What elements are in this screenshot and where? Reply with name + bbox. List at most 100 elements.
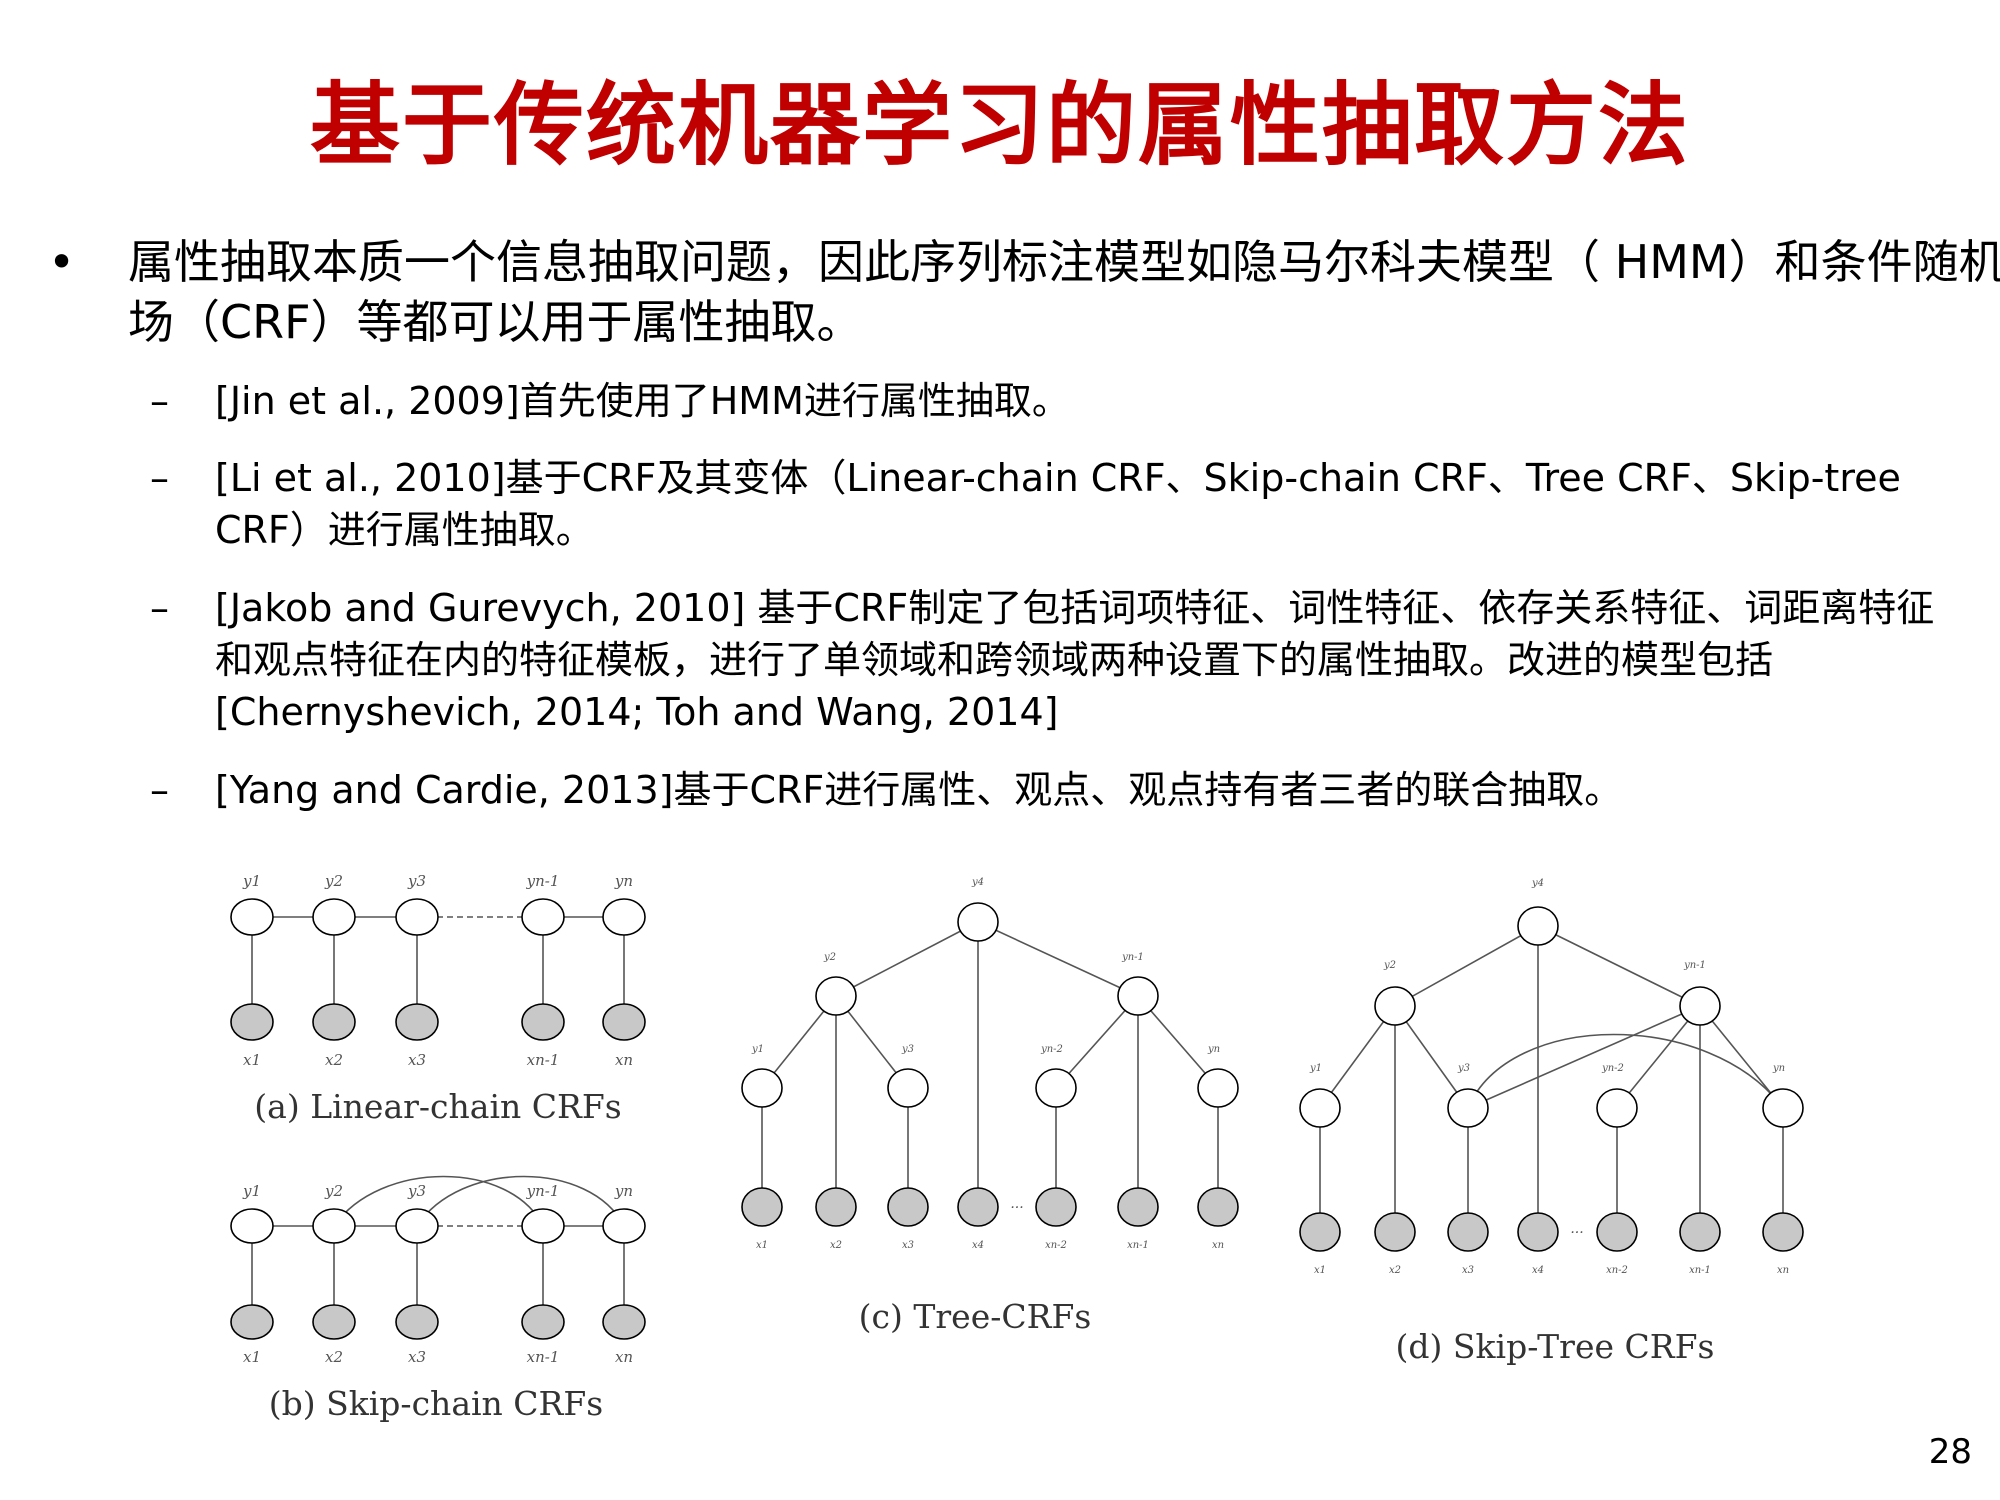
observation-node [230, 1304, 274, 1340]
node-label: yn [614, 1182, 633, 1200]
observation-node [1762, 1212, 1804, 1252]
observation-node [602, 1304, 646, 1340]
node-label: yn-1 [526, 1182, 560, 1200]
label-node [1299, 1088, 1341, 1128]
node-label: x4 [972, 1240, 984, 1251]
label-node [1596, 1088, 1638, 1128]
node-label: y4 [971, 877, 984, 888]
node-label: y3 [1457, 1063, 1470, 1074]
observation-node [815, 1187, 857, 1227]
observation-node [602, 1003, 646, 1041]
nodes [230, 1208, 646, 1340]
ellipsis: ... [1570, 1221, 1583, 1237]
edges [1319, 925, 1784, 1232]
observation-node [1447, 1212, 1489, 1252]
label-node [602, 898, 646, 936]
node-label: x3 [408, 1051, 426, 1069]
node-label: yn-1 [1683, 960, 1706, 971]
label-node [521, 898, 565, 936]
node-label: yn-2 [1040, 1044, 1063, 1055]
node-label: x3 [408, 1348, 426, 1366]
figure-caption: (d) Skip-Tree CRFs [1396, 1327, 1715, 1366]
labels: y4 y2 yn-1 y1 y3 yn-2 yn x1 x2 x3 x4 xn-… [751, 877, 1224, 1251]
node-label: x4 [1532, 1265, 1544, 1276]
node-label: y2 [324, 872, 343, 890]
node-label: y4 [1531, 878, 1544, 889]
sub-item-text: [Jin et al., 2009]首先使用了HMM进行属性抽取。 [215, 379, 1070, 423]
node-label: xn [1212, 1240, 1224, 1251]
slide-title: 基于传统机器学习的属性抽取方法 [310, 73, 1690, 178]
edges [251, 916, 625, 1022]
figure-caption: (b) Skip-chain CRFs [269, 1384, 603, 1423]
figure-skip-chain: y1 y2 y3 yn-1 yn x1 x2 x3 xn-1 xn (b [230, 1175, 646, 1423]
x-labels: x1 x2 x3 xn-1 xn [243, 1051, 633, 1069]
figure-linear-chain: y1 y2 y3 yn-1 yn x1 x2 x3 xn-1 xn (a) Li… [230, 872, 646, 1126]
label-node [1117, 976, 1159, 1016]
edges [761, 921, 1219, 1207]
label-node [1035, 1068, 1077, 1108]
label-node [1197, 1068, 1239, 1108]
label-node [230, 1208, 274, 1244]
node-label: yn [1207, 1044, 1220, 1055]
node-label: x1 [243, 1051, 261, 1069]
figure-tree-crf: y4 y2 yn-1 y1 y3 yn-2 yn x1 x2 x3 x4 xn-… [741, 877, 1239, 1336]
label-node [230, 898, 274, 936]
node-label: x1 [1314, 1265, 1326, 1276]
observation-node [887, 1187, 929, 1227]
observation-node [1679, 1212, 1721, 1252]
node-label: y3 [901, 1044, 914, 1055]
node-label: y2 [1383, 960, 1396, 971]
observation-node [230, 1003, 274, 1041]
sub-item-text: [Li et al., 2010]基于CRF及其变体（Linear-chain … [215, 456, 1901, 552]
node-label: xn-1 [1689, 1265, 1711, 1276]
node-label: x2 [1389, 1265, 1401, 1276]
page-number: 28 [1928, 1432, 1972, 1472]
node-label: y1 [242, 1182, 261, 1200]
observation-node [1299, 1212, 1341, 1252]
dash-marker: – [150, 456, 169, 500]
node-label: xn-1 [527, 1348, 560, 1366]
y-labels: y1 y2 y3 yn-1 yn [242, 872, 633, 890]
observation-node [395, 1003, 439, 1041]
label-node [1447, 1088, 1489, 1128]
figure-caption: (a) Linear-chain CRFs [254, 1087, 621, 1126]
observation-node [1197, 1187, 1239, 1227]
bullet-marker: • [48, 235, 76, 289]
observation-node [521, 1304, 565, 1340]
nodes [230, 898, 646, 1041]
node-label: xn-1 [527, 1051, 560, 1069]
observation-node [1517, 1212, 1559, 1252]
observation-node [312, 1304, 356, 1340]
node-label: y3 [407, 872, 426, 890]
observation-node [521, 1003, 565, 1041]
label-node [395, 1208, 439, 1244]
node-label: y1 [1309, 1063, 1322, 1074]
node-label: x1 [243, 1348, 261, 1366]
node-label: x2 [325, 1348, 343, 1366]
observation-node [395, 1304, 439, 1340]
node-label: x2 [325, 1051, 343, 1069]
labels: y4 y2 yn-1 y1 y3 yn-2 yn x1 x2 x3 x4 xn-… [1309, 878, 1789, 1276]
figure-skip-tree-crf: y4 y2 yn-1 y1 y3 yn-2 yn x1 x2 x3 x4 xn-… [1299, 878, 1804, 1366]
observation-node [1596, 1212, 1638, 1252]
node-label: yn-2 [1601, 1063, 1624, 1074]
label-node [1679, 986, 1721, 1026]
node-label: y1 [751, 1044, 764, 1055]
dash-marker: – [150, 586, 169, 630]
node-label: x2 [830, 1240, 842, 1251]
observation-node [1117, 1187, 1159, 1227]
node-label: xn-2 [1606, 1265, 1628, 1276]
dash-marker: – [150, 379, 169, 423]
node-label: yn-1 [1121, 952, 1144, 963]
observation-node [312, 1003, 356, 1041]
label-node [887, 1068, 929, 1108]
x-labels: x1 x2 x3 xn-1 xn [243, 1348, 633, 1366]
observation-node [957, 1187, 999, 1227]
figure-caption: (c) Tree-CRFs [859, 1297, 1092, 1336]
node-label: xn [1777, 1265, 1789, 1276]
node-label: yn [1772, 1063, 1785, 1074]
ellipsis: ... [1010, 1196, 1023, 1212]
label-node [1374, 986, 1416, 1026]
label-node [395, 898, 439, 936]
observation-node [1374, 1212, 1416, 1252]
